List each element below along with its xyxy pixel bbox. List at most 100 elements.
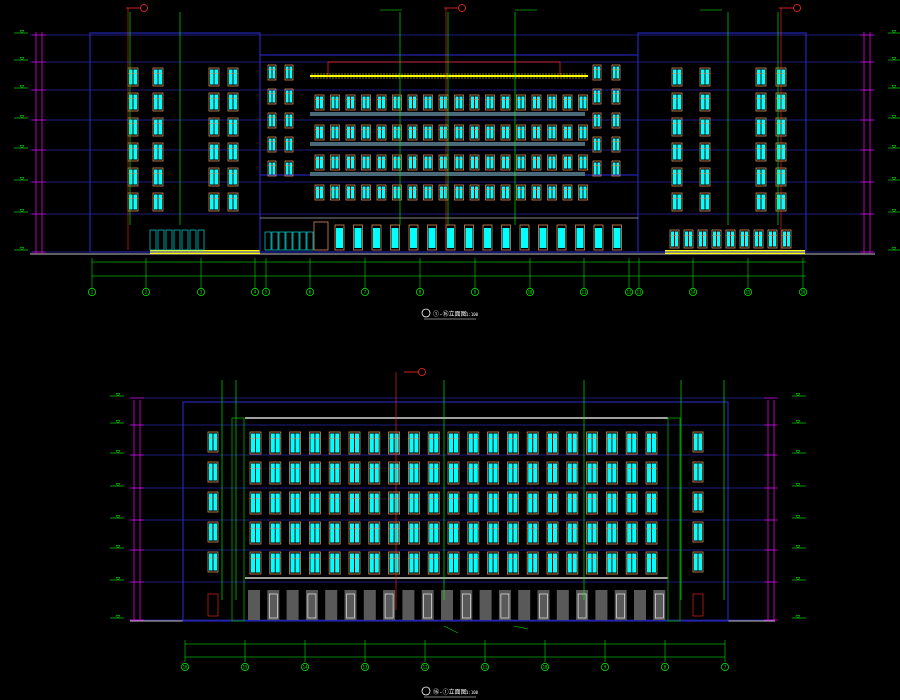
window-pane	[564, 156, 567, 169]
window-pane	[471, 96, 474, 109]
window-frame	[328, 491, 341, 515]
window-frame	[606, 431, 618, 455]
window-pane	[434, 523, 439, 543]
window-pane	[382, 96, 385, 109]
axis-bubble-icon	[689, 288, 697, 296]
window	[506, 551, 519, 575]
window-pane	[698, 463, 702, 481]
window-pane	[473, 493, 478, 513]
window-frame	[269, 461, 282, 485]
window-pane	[777, 169, 781, 185]
window	[625, 491, 638, 515]
window-pane	[777, 119, 781, 135]
window-pane	[508, 433, 513, 453]
storefront-panel	[173, 229, 181, 251]
axis-bubble-icon	[721, 663, 729, 671]
window-pane	[755, 231, 758, 247]
window	[506, 461, 519, 485]
window	[467, 521, 480, 545]
window-pane	[393, 126, 397, 139]
window-pane	[607, 523, 612, 543]
window-pane	[213, 493, 217, 511]
window-pane	[612, 493, 617, 513]
window-pane	[486, 126, 490, 139]
window	[469, 154, 480, 171]
window-pane	[129, 119, 133, 135]
window	[467, 461, 480, 485]
window	[566, 431, 579, 455]
window-pane	[355, 433, 359, 453]
window-pane	[366, 156, 370, 169]
door-glass	[576, 228, 584, 248]
window-pane	[275, 523, 280, 543]
window	[671, 167, 683, 187]
window	[611, 88, 621, 105]
level-mark	[792, 393, 806, 397]
door-glass	[447, 228, 454, 248]
window-frame	[645, 431, 658, 455]
window-frame	[586, 491, 598, 515]
ground-pier	[402, 590, 415, 620]
window-pane	[475, 186, 478, 199]
window	[578, 154, 588, 171]
window	[284, 160, 294, 177]
front-elevation-scale-text: 1:100	[466, 312, 479, 317]
window-pane	[533, 433, 538, 453]
window-frame	[249, 491, 262, 515]
door-frame	[593, 224, 604, 251]
window-pane	[330, 523, 335, 543]
window-pane	[413, 126, 416, 139]
window-pane	[366, 186, 370, 199]
ground-pier	[653, 590, 666, 620]
window	[500, 184, 511, 201]
window	[376, 94, 387, 111]
ground-pier	[614, 590, 627, 620]
window	[506, 491, 519, 515]
door-frame	[482, 224, 493, 251]
window-frame	[606, 521, 618, 545]
window-pane	[705, 144, 709, 160]
axis-label: 16	[183, 665, 188, 670]
window-pane	[594, 162, 597, 175]
window	[454, 154, 464, 171]
level-triangle-icon	[795, 615, 801, 619]
window	[308, 431, 321, 455]
axis-label: 3	[200, 290, 203, 295]
window-pane	[579, 186, 583, 199]
storefront-panel	[264, 231, 272, 251]
window-frame	[361, 184, 371, 201]
door-frame	[538, 224, 548, 251]
window	[546, 461, 559, 485]
axis-bubble-icon	[181, 663, 189, 671]
window	[526, 491, 539, 515]
window-frame	[485, 94, 495, 111]
window-pane	[488, 463, 493, 483]
window-pane	[627, 523, 632, 543]
window	[345, 124, 356, 141]
window-pane	[229, 69, 233, 85]
window-pane	[290, 553, 295, 573]
window	[348, 551, 361, 575]
window-pane	[331, 156, 335, 169]
level-triangle-icon	[115, 483, 121, 487]
window-pane	[378, 156, 381, 169]
window-frame	[467, 491, 480, 515]
level-triangle-icon	[115, 420, 121, 424]
level-mark	[110, 515, 124, 519]
window-pane	[347, 96, 350, 109]
window	[289, 491, 302, 515]
window-pane	[607, 493, 612, 513]
axis-label: 14	[303, 665, 308, 670]
window-frame	[427, 521, 440, 545]
door-frame	[539, 593, 548, 619]
window-pane	[564, 186, 567, 199]
window-pane	[315, 463, 320, 483]
window-pane	[567, 523, 572, 543]
window	[566, 491, 579, 515]
window-pane	[493, 553, 498, 573]
ground-pier	[576, 590, 589, 620]
window-frame	[447, 431, 460, 455]
window-pane	[347, 156, 350, 169]
axis-bubble-icon	[421, 663, 429, 671]
